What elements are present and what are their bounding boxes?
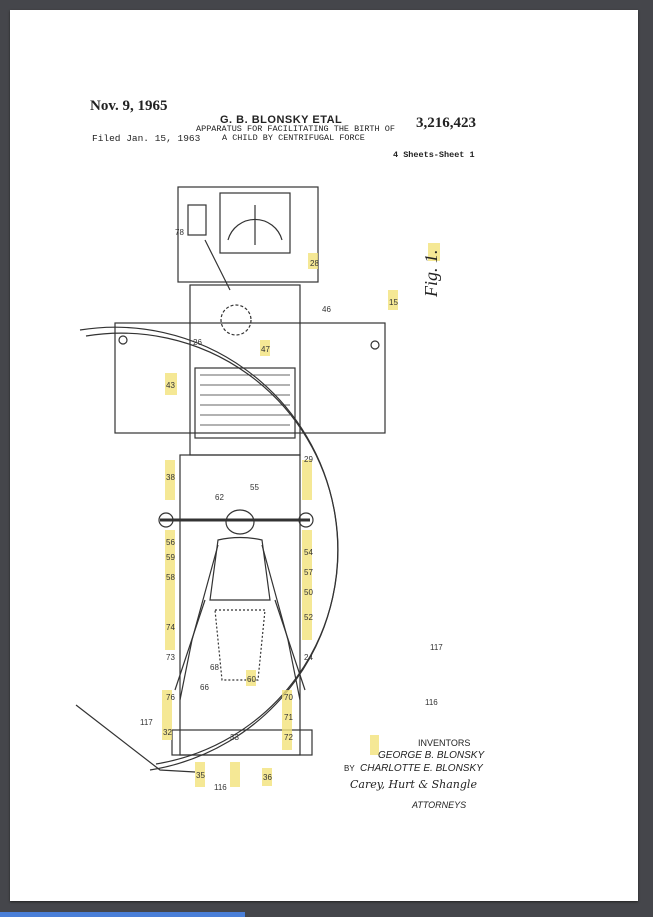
ref-117: 117 [140,718,153,727]
patent-date: Nov. 9, 1965 [90,98,168,114]
ref-50: 50 [304,588,313,597]
ref-33: 33 [230,733,239,742]
reference-numerals [162,243,440,787]
ref-54: 54 [304,548,313,557]
ref-56: 56 [166,538,175,547]
ref-15: 15 [389,298,398,307]
ref-43: 43 [166,381,175,390]
ref-116-right: 116 [425,698,438,707]
ref-29: 29 [304,455,313,464]
ref-32: 32 [163,728,172,737]
attorneys-label: ATTORNEYS [412,800,467,810]
ref-36: 36 [263,773,272,782]
by-label: BY [344,764,355,773]
ref-59: 59 [166,553,175,562]
progress-fill [0,912,245,917]
title-line-2: A CHILD BY CENTRIFUGAL FORCE [222,133,365,143]
inventors-label: INVENTORS [418,738,471,748]
ref-76: 76 [166,693,175,702]
ref-70: 70 [284,693,293,702]
ref-24: 24 [304,653,313,662]
title-line-1: APPARATUS FOR FACILITATING THE BIRTH OF [196,124,395,134]
ref-38: 38 [166,473,175,482]
ref-35: 35 [196,771,205,780]
ref-57: 57 [304,568,313,577]
ref-28: 28 [310,259,319,268]
ref-62: 62 [215,493,224,502]
control-box [177,186,319,283]
inventor-1: GEORGE B. BLONSKY [378,750,485,761]
centrifuge-ring [79,326,339,771]
ref-66: 66 [200,683,209,692]
figure-label: Fig. 1. [421,250,441,299]
ref-58: 58 [166,573,175,582]
platform [114,322,386,434]
ref-55: 55 [250,483,259,492]
ref-73: 73 [166,653,175,662]
ref-26: 26 [193,338,202,347]
attorney-signature: Carey, Hurt & Shangle [350,778,477,791]
ref-68: 68 [210,663,219,672]
ref-78: 78 [175,228,184,237]
filed-date: Filed Jan. 15, 1963 [92,133,201,144]
inventor-2: CHARLOTTE E. BLONSKY [360,763,483,774]
sheet-count: 4 Sheets-Sheet 1 [393,150,475,160]
patent-number: 3,216,423 [416,115,476,131]
ref-46: 46 [322,305,331,314]
ref-60: 60 [247,675,256,684]
inventor-line: G. B. BLONSKY ETAL [220,114,343,126]
ref-117-right: 117 [430,643,443,652]
ref-47: 47 [261,345,270,354]
ref-74: 74 [166,623,175,632]
ref-72: 72 [284,733,293,742]
ref-52: 52 [304,613,313,622]
document-page [10,10,638,901]
patient-head [225,509,255,535]
viewer-progress-bar[interactable] [0,912,653,917]
ref-116: 116 [214,783,227,792]
ref-71: 71 [284,713,293,722]
